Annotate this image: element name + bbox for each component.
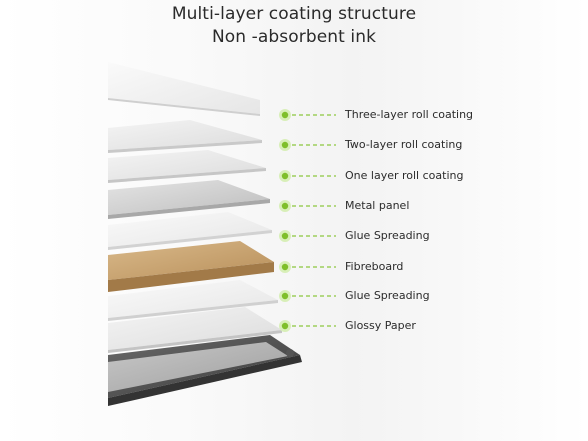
green-dot-icon xyxy=(279,200,291,212)
layer-sheet-glossy-paper xyxy=(108,307,282,353)
green-dot-icon xyxy=(279,320,291,332)
layer-sheet-metal-panel xyxy=(108,180,270,219)
layer-label-two-layer-coating: Two-layer roll coating xyxy=(345,138,463,151)
layer-sheet-glue-spreading-bottom xyxy=(108,280,278,321)
diagram-title: Multi-layer coating structure xyxy=(171,4,417,24)
layer-sheet-two-layer-coating xyxy=(108,120,262,153)
green-dot-icon xyxy=(279,230,291,242)
green-dot-icon xyxy=(279,139,291,151)
frame-board xyxy=(108,335,302,406)
green-dot-icon xyxy=(279,109,291,121)
green-dot-icon xyxy=(279,290,291,302)
layer-label-glue-spreading-top: Glue Spreading xyxy=(345,229,430,242)
layer-sheet-one-layer-coating xyxy=(108,150,266,183)
layer-sheet-glue-spreading-top xyxy=(108,212,272,250)
layer-sheet-fibreboard xyxy=(108,241,274,292)
layer-sheet-three-layer-coating xyxy=(108,62,260,116)
diagram-subtitle: Non -absorbent ink xyxy=(211,27,377,47)
layer-label-one-layer-coating: One layer roll coating xyxy=(345,169,464,182)
layer-label-metal-panel: Metal panel xyxy=(345,199,410,212)
layer-label-glossy-paper: Glossy Paper xyxy=(345,319,416,332)
green-dot-icon xyxy=(279,261,291,273)
layer-label-glue-spreading-bottom: Glue Spreading xyxy=(345,289,430,302)
layer-label-three-layer-coating: Three-layer roll coating xyxy=(345,108,474,121)
layer-label-fibreboard: Fibreboard xyxy=(345,260,404,273)
green-dot-icon xyxy=(279,170,291,182)
